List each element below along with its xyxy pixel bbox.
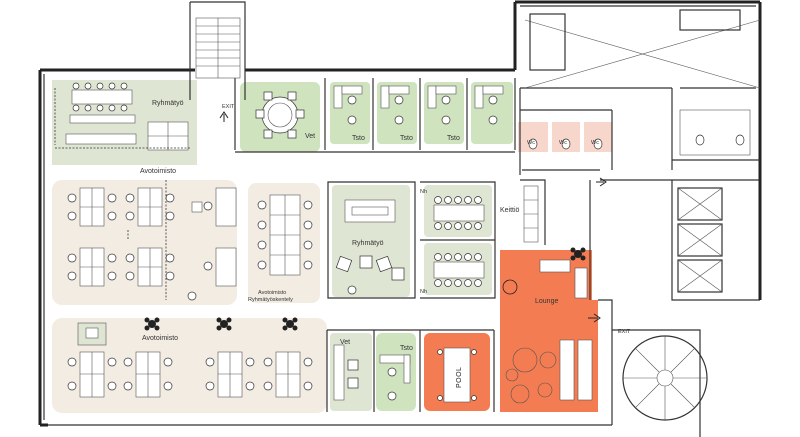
furniture-lounge xyxy=(502,247,593,404)
label-nh-top: Nh xyxy=(420,189,427,195)
label-tsto-1: Tsto xyxy=(352,135,365,142)
label-avotoimisto-ryhma-line2: Ryhmätyöskentely xyxy=(248,297,293,303)
label-tsto-bottom: Tsto xyxy=(400,345,413,352)
furniture-ryhmatyo-top xyxy=(54,82,190,151)
furniture-avotoimisto-middle xyxy=(257,194,313,276)
furniture-tsto-top xyxy=(333,85,504,125)
label-wc-2: Wc xyxy=(559,140,567,146)
label-exit-1: EXIT xyxy=(222,104,235,110)
stair-spiral xyxy=(622,335,708,421)
label-pool: POOL xyxy=(456,367,463,388)
plant-icon xyxy=(144,317,160,331)
label-tsto-3: Tsto xyxy=(447,135,460,142)
label-avotoimisto-top: Avotoimisto xyxy=(140,168,176,175)
label-wc-1: Wc xyxy=(527,140,535,146)
plant-icon xyxy=(282,317,298,331)
furniture-avotoimisto-bottom xyxy=(67,317,313,398)
furniture-bottom-rooms xyxy=(333,344,477,403)
label-ryhmatyo-top: Ryhmätyö xyxy=(152,100,184,107)
exit-arrow-icon xyxy=(219,111,229,122)
furniture-wc xyxy=(528,109,751,156)
labels: Ryhmätyö Vet Tsto Tsto Tsto Avotoimisto … xyxy=(140,100,631,388)
plant-icon xyxy=(570,247,586,261)
label-lounge: Lounge xyxy=(535,298,558,305)
furniture-avotoimisto-left xyxy=(67,180,237,301)
exit-arrow-icon xyxy=(596,177,607,187)
stair-top xyxy=(195,17,241,79)
furniture-vet-top xyxy=(255,91,305,139)
label-wc-3: Wc xyxy=(591,140,599,146)
label-vet-top: Vet xyxy=(305,133,315,140)
avotoimisto-zone-bottom xyxy=(52,318,327,413)
label-tsto-2: Tsto xyxy=(400,135,413,142)
plant-icon xyxy=(216,317,232,331)
label-exit-2: EXIT xyxy=(618,329,631,335)
label-nh-bottom: Nh xyxy=(420,289,427,295)
furniture-nh xyxy=(433,196,485,287)
label-avotoimisto-bottom: Avotoimisto xyxy=(142,335,178,342)
label-avotoimisto-ryhma-line1: Avotoimisto xyxy=(258,290,286,296)
furniture-kitchen xyxy=(523,185,539,243)
label-vet-bottom: Vet xyxy=(340,339,350,346)
label-ryhmatyo-mid: Ryhmätyö xyxy=(352,240,384,247)
furniture-ryhmatyo-mid xyxy=(335,199,405,295)
exit-arrow-icon xyxy=(588,313,601,323)
label-keittio: Keittiö xyxy=(500,207,520,214)
